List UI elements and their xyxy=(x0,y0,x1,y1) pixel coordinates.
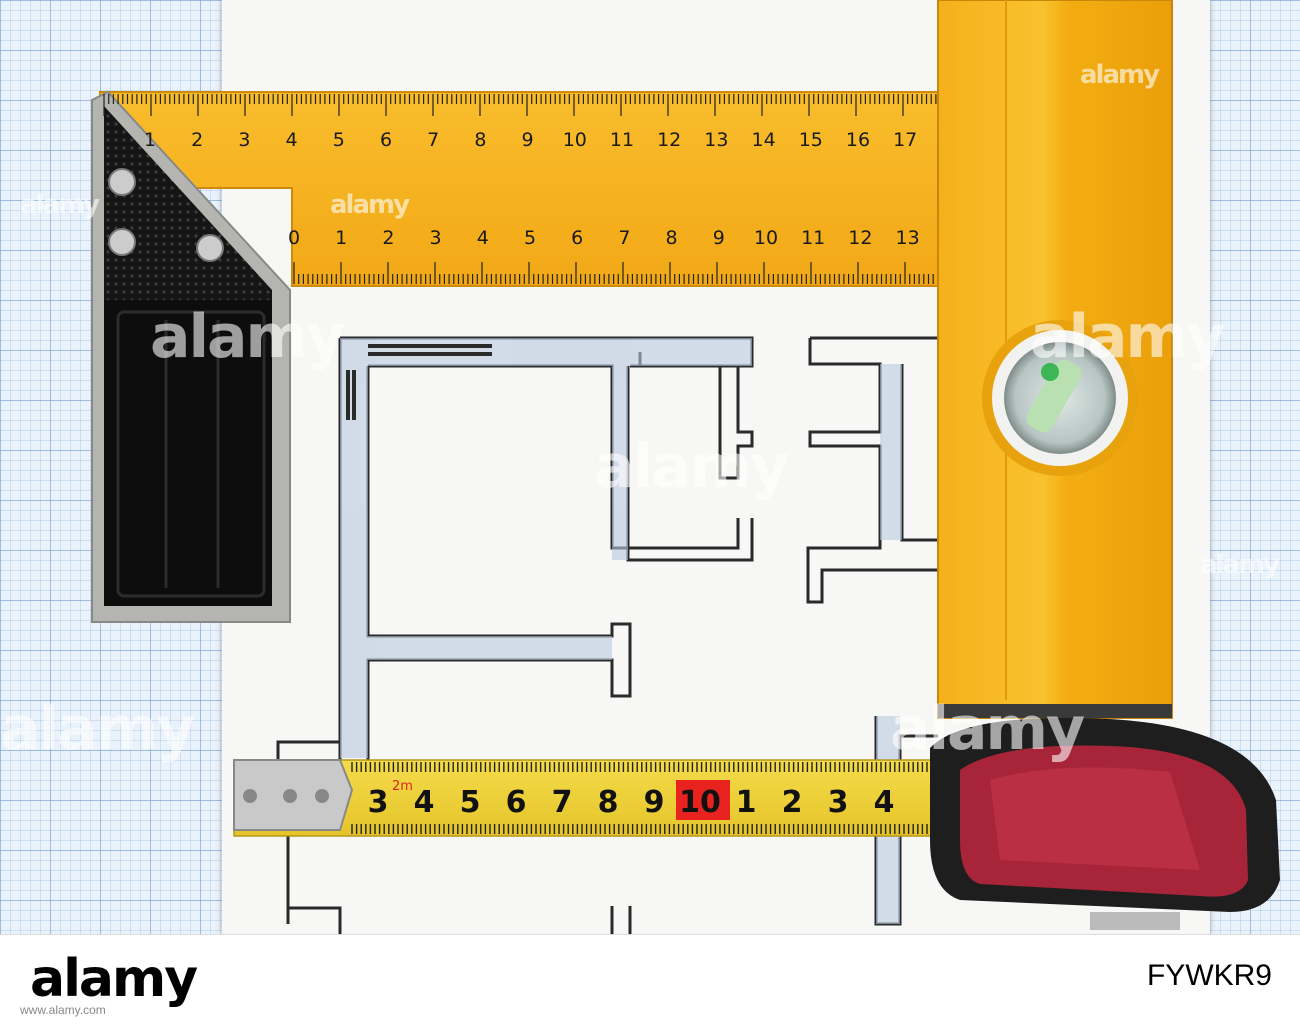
ruler-bottom-number: 9 xyxy=(713,227,725,249)
ruler-bottom-number: 10 xyxy=(754,227,778,249)
ruler-bottom-number: 12 xyxy=(848,227,872,249)
ruler-top-number: 12 xyxy=(657,129,681,151)
ruler-top-number: 11 xyxy=(610,129,634,151)
tape-number: 6 xyxy=(506,785,527,820)
ruler-bottom-number: 11 xyxy=(801,227,825,249)
ruler-bottom-number: 5 xyxy=(524,227,536,249)
tape-number: 1 xyxy=(736,785,757,820)
ruler-bottom-number: 1 xyxy=(335,227,347,249)
tape-number: 8 xyxy=(598,785,619,820)
watermark: alamy xyxy=(890,694,1085,764)
tape-highlight-number: 10 xyxy=(679,785,721,820)
ruler-top-number: 9 xyxy=(522,129,534,151)
ruler-top-number: 7 xyxy=(427,129,439,151)
ruler-top-number: 2 xyxy=(191,129,203,151)
tape-number: 4 xyxy=(414,785,435,820)
watermark: alamy xyxy=(150,302,345,372)
tape-small-label: 2m xyxy=(392,779,413,794)
tape-number: 5 xyxy=(460,785,481,820)
tape-number: 9 xyxy=(644,785,665,820)
ruler-top-number: 4 xyxy=(286,129,298,151)
floor-plan xyxy=(276,336,938,934)
ruler-bottom-number: 13 xyxy=(896,227,920,249)
ruler-bottom-number: 8 xyxy=(666,227,678,249)
watermark: alamy xyxy=(20,190,100,220)
image-id: FYWKR9 xyxy=(1146,959,1272,992)
stock-url: www.alamy.com xyxy=(20,1003,106,1017)
ruler-top-number: 3 xyxy=(238,129,250,151)
ruler-top-number: 14 xyxy=(752,129,776,151)
ruler-top-number: 10 xyxy=(563,129,587,151)
ruler-top-number: 17 xyxy=(893,129,917,151)
ruler-bottom-number: 4 xyxy=(477,227,489,249)
ruler-top-number: 6 xyxy=(380,129,392,151)
ruler-bottom-number: 2 xyxy=(382,227,394,249)
ruler-bottom-number: 3 xyxy=(430,227,442,249)
ruler-top-number: 16 xyxy=(846,129,870,151)
tape-number: 4 xyxy=(874,785,895,820)
ruler-top-number: 5 xyxy=(333,129,345,151)
ruler-bottom-number: 6 xyxy=(571,227,583,249)
alamy-logo: alamy xyxy=(30,949,198,1009)
tape-number: 3 xyxy=(368,785,389,820)
ruler-top-number: 1 xyxy=(144,129,156,151)
watermark: alamy xyxy=(1080,60,1160,90)
ruler-bottom-number: 0 xyxy=(288,227,300,249)
ruler-top-number: 8 xyxy=(474,129,486,151)
tape-number: 7 xyxy=(552,785,573,820)
ruler-bottom-number: 7 xyxy=(618,227,630,249)
watermark: alamy xyxy=(0,694,195,764)
spirit-level xyxy=(937,0,1173,719)
watermark: alamy xyxy=(330,190,410,220)
ruler-top-number: 15 xyxy=(799,129,823,151)
watermark: alamy xyxy=(1200,550,1280,580)
stock-footer: alamy FYWKR9 www.alamy.com xyxy=(0,934,1300,1025)
tape-number: 2 xyxy=(782,785,803,820)
ruler-top-number: 13 xyxy=(704,129,728,151)
watermark: alamy xyxy=(1030,302,1225,372)
watermark: alamy xyxy=(594,432,789,502)
tape-number: 3 xyxy=(828,785,849,820)
